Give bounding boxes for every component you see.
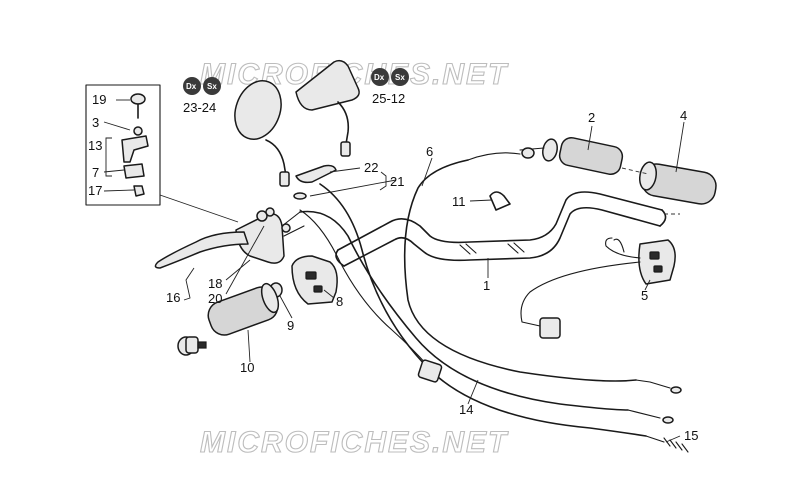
detail-inset-box <box>85 84 161 206</box>
callout-7: 7 <box>92 165 99 180</box>
bracket-13 <box>105 137 112 177</box>
callout-23-24: 23-24 <box>183 100 216 115</box>
inset-leader <box>159 194 239 223</box>
callout-3-4: 4 <box>680 108 687 123</box>
callout-14: 14 <box>459 402 473 417</box>
cable-end-nipple-2 <box>662 416 674 424</box>
callout-5: 5 <box>641 288 648 303</box>
leader-lines <box>103 99 685 443</box>
throttle-cable <box>403 159 637 382</box>
callout-21: 21 <box>390 174 404 189</box>
tag-sx: Sx <box>395 73 405 82</box>
watermark-bottom: MICROFICHES.NET <box>200 426 509 459</box>
callout-22: 22 <box>364 160 378 175</box>
switch-wire-left <box>299 209 429 367</box>
throttle-cable-end <box>635 379 671 389</box>
tag-sx: Sx <box>207 82 217 91</box>
callout-6: 6 <box>426 144 433 159</box>
left-connector <box>417 359 443 383</box>
callout-11: 11 <box>452 194 466 209</box>
grip-dashed-axis <box>621 167 680 215</box>
callout-20: 20 <box>208 291 222 306</box>
cable-spring <box>645 435 689 453</box>
callout-13: 13 <box>88 138 102 153</box>
callout-17: 17 <box>88 183 102 198</box>
tag-dx: Dx <box>374 73 385 82</box>
callout-10: 10 <box>240 360 254 375</box>
cable-ferrule-21 <box>293 192 307 200</box>
grip-right-end <box>639 161 717 205</box>
tag-dx: Dx <box>186 82 197 91</box>
left-switch <box>291 255 338 305</box>
mirror-rectangular <box>295 59 360 157</box>
cable-adjuster-22 <box>295 164 337 184</box>
callout-18: 18 <box>208 276 222 291</box>
cable-end-nipple-1 <box>670 386 682 394</box>
right-switch <box>520 237 676 339</box>
clutch-cable-tip <box>627 409 661 419</box>
callout-16: 16 <box>166 290 180 305</box>
bar-end-weight <box>177 336 207 356</box>
callout-25-12: 25-12 <box>372 91 405 106</box>
cable-clamp <box>489 191 511 211</box>
mirror-round <box>234 80 290 187</box>
side-tags-right-mirror: Dx Sx <box>371 68 409 86</box>
clutch-cable <box>299 210 629 411</box>
bracket-16 <box>183 267 195 301</box>
callout-8: 8 <box>336 294 343 309</box>
bracket-21 <box>379 171 387 191</box>
callout-1: 1 <box>483 278 490 293</box>
inset-parts <box>121 93 149 197</box>
callout-3: 3 <box>92 115 99 130</box>
left-grip <box>207 282 280 336</box>
callout-15: 15 <box>684 428 698 443</box>
side-tags-left-mirror: Dx Sx <box>183 77 221 95</box>
handlebar <box>335 191 667 267</box>
callout-19: 19 <box>92 92 106 107</box>
callout-2: 2 <box>588 110 595 125</box>
choke-cable <box>319 183 647 437</box>
throttle-grip <box>467 136 624 176</box>
callout-9: 9 <box>287 318 294 333</box>
clutch-lever-assembly <box>154 207 305 269</box>
